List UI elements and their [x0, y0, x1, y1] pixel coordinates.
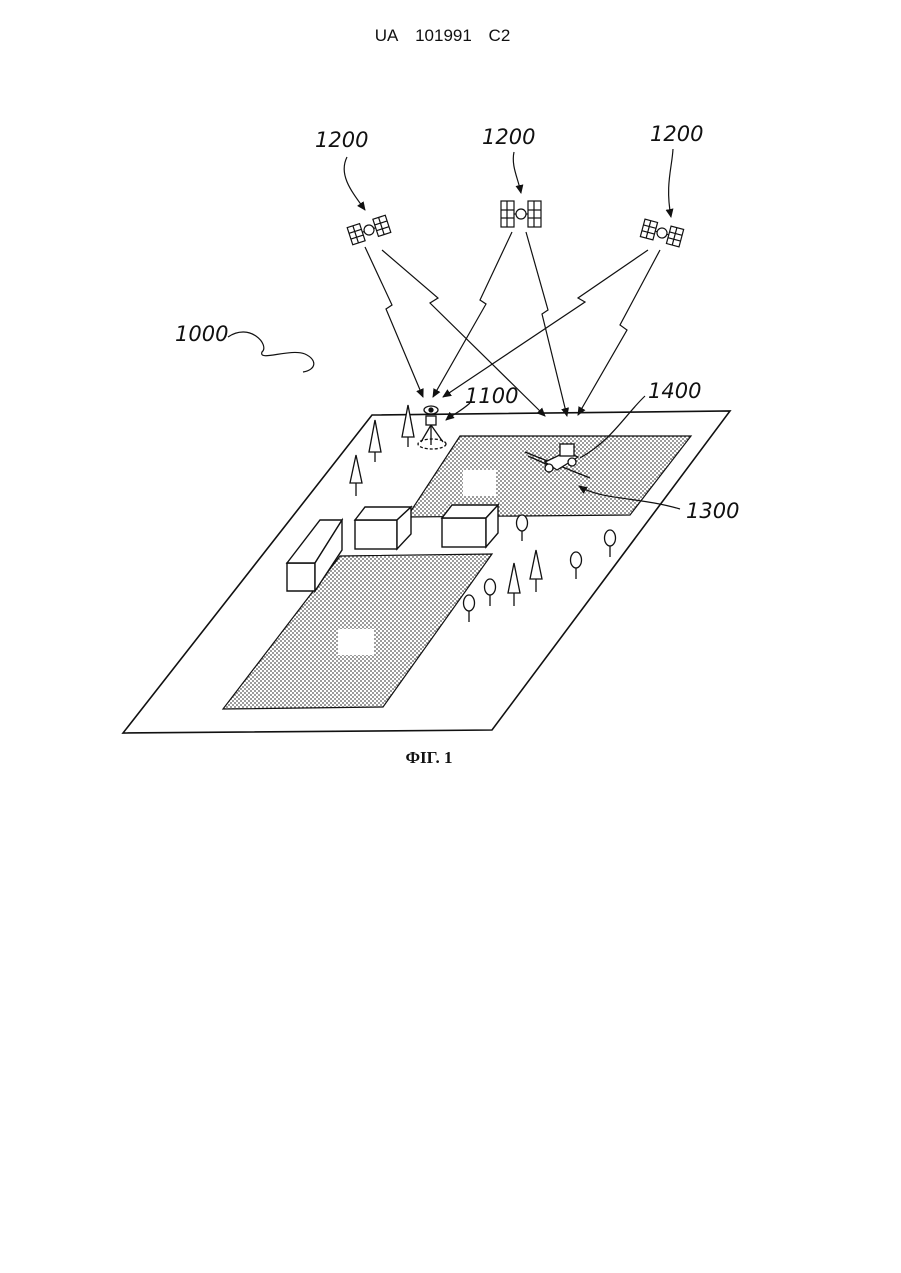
field-clearing-upper — [463, 470, 496, 496]
label-1200-center: 1200 — [482, 125, 535, 149]
satellite-icon-center — [501, 201, 541, 227]
building-right — [442, 505, 498, 547]
satellite-icon-left — [347, 215, 391, 244]
satellite-icon-right — [640, 219, 683, 247]
label-1200-left: 1200 — [315, 128, 368, 152]
label-1200-right: 1200 — [650, 122, 703, 146]
label-1300: 1300 — [686, 499, 739, 523]
field-clearing-lower — [338, 629, 374, 655]
label-1100: 1100 — [465, 384, 518, 408]
label-1400: 1400 — [648, 379, 701, 403]
label-1000: 1000 — [175, 322, 228, 346]
building-center — [355, 507, 411, 549]
figure-caption: ФІГ. 1 — [0, 748, 858, 768]
